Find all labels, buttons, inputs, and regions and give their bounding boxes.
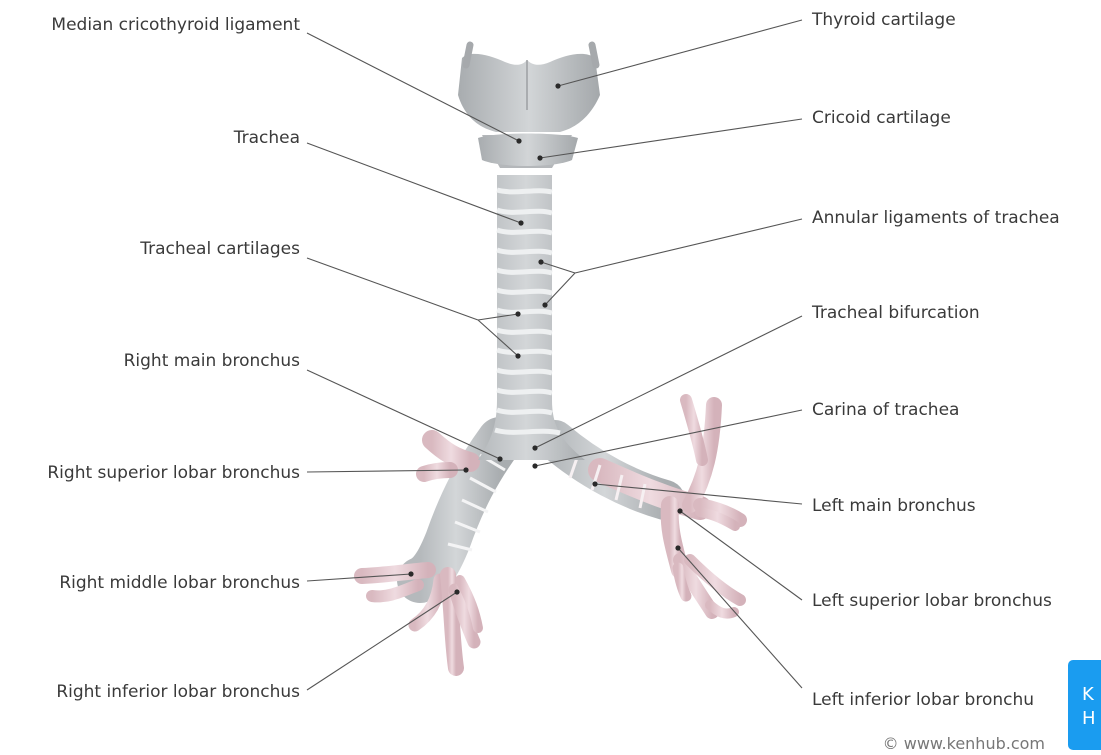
label-right-middle-lobar-bronchus: Right middle lobar bronchus: [59, 573, 300, 593]
label-median-cricothyroid-ligament: Median cricothyroid ligament: [51, 15, 300, 35]
label-thyroid-cartilage: Thyroid cartilage: [811, 10, 956, 30]
label-cricoid-cartilage: Cricoid cartilage: [812, 108, 951, 128]
label-tracheal-cartilages: Tracheal cartilages: [139, 239, 300, 259]
label-tracheal-bifurcation: Tracheal bifurcation: [811, 303, 980, 323]
label-right-superior-lobar-bronchus: Right superior lobar bronchus: [47, 463, 300, 483]
label-right-inferior-lobar-bronchus: Right inferior lobar bronchus: [56, 682, 300, 702]
kenhub-badge[interactable]: K H: [1068, 660, 1101, 750]
larynx: [458, 45, 600, 168]
airway-illustration: [362, 45, 740, 668]
badge-background: [1068, 660, 1101, 750]
label-annular-ligaments: Annular ligaments of trachea: [812, 208, 1060, 228]
label-trachea: Trachea: [233, 128, 300, 148]
label-left-main-bronchus: Left main bronchus: [812, 496, 976, 516]
badge-letter-k: K: [1082, 684, 1095, 705]
copyright-text: © www.kenhub.com: [883, 734, 1045, 753]
left-bronchial-tree: [555, 400, 740, 614]
right-bronchial-tree: [362, 440, 505, 668]
badge-letter-h: H: [1082, 708, 1096, 729]
label-left-inferior-lobar-bronchus: Left inferior lobar bronchu: [812, 690, 1034, 710]
label-left-superior-lobar-bronchus: Left superior lobar bronchus: [812, 591, 1052, 611]
label-right-main-bronchus: Right main bronchus: [124, 351, 301, 371]
label-carina: Carina of trachea: [812, 400, 959, 420]
